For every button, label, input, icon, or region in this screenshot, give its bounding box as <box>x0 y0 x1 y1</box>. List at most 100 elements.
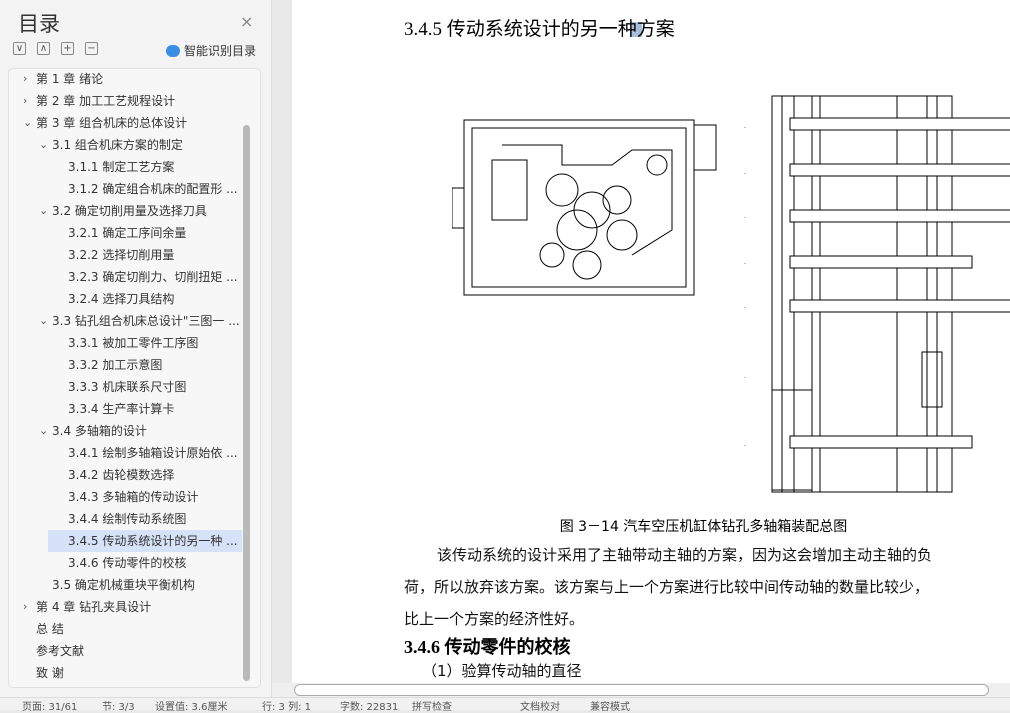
toc-item-label: 3.4.2 齿轮模数选择 <box>68 468 175 482</box>
toc-item-label: 3.2.2 选择切削用量 <box>68 248 175 262</box>
horizontal-scrollbar[interactable] <box>272 683 1010 697</box>
spellcheck-button[interactable]: 拼写检查 <box>412 702 452 713</box>
figure-caption: 图 3－14 汽车空压机缸体钻孔多轴箱装配总图 <box>559 519 848 535</box>
svg-text:·: · <box>744 171 746 178</box>
toc-item-label: 3.2.4 选择刀具结构 <box>68 292 175 306</box>
toc-item-label: 致 谢 <box>36 666 64 680</box>
smart-icon <box>166 44 180 57</box>
toc-item-label: 3.4.3 多轴箱的传动设计 <box>68 490 199 504</box>
toc-item[interactable]: 3.1.2 确定组合机床的配置形 ... <box>9 178 239 200</box>
toc-item[interactable]: ⌄3.2 确定切削用量及选择刀具 <box>9 200 239 222</box>
svg-text:·: · <box>744 215 746 222</box>
chevron-down-icon[interactable]: ⌄ <box>39 138 49 151</box>
body-line: 该传动系统的设计采用了主轴带动主轴的方案，因为这会增加主动主轴的负 <box>437 546 933 564</box>
proofread-button[interactable]: 文档校对 <box>520 702 560 713</box>
body-line: 比上一个方案的经济性好。 <box>404 610 585 628</box>
body-line: 荷，所以放弃该方案。该方案与上一个方案进行比较中间传动轴的数量比较少， <box>404 578 930 596</box>
toc-item[interactable]: ⌄3.3 钻孔组合机床总设计"三图一 ... <box>9 310 240 332</box>
smart-toc-label: 智能识别目录 <box>184 44 257 58</box>
toc-item[interactable]: 3.2.2 选择切削用量 <box>9 244 239 266</box>
chevron-right-icon[interactable]: › <box>23 600 28 613</box>
add-heading-button[interactable]: + <box>61 42 74 55</box>
close-icon[interactable]: × <box>240 12 254 31</box>
toc-item[interactable]: ›第 2 章 加工工艺规程设计 <box>9 90 239 112</box>
toc-item[interactable]: ⌄3.4 多轴箱的设计 <box>9 420 239 442</box>
status-section: 节: 3/3 <box>102 702 135 713</box>
expand-all-button[interactable]: ∨ <box>13 42 26 55</box>
scrollbar-thumb[interactable] <box>294 684 989 696</box>
chevron-right-icon[interactable]: › <box>23 94 28 107</box>
toc-item-label: 第 3 章 组合机床的总体设计 <box>36 116 188 130</box>
chevron-down-icon[interactable]: ⌄ <box>39 204 49 217</box>
svg-text:·: · <box>744 443 746 450</box>
toc-item[interactable]: 3.3.2 加工示意图 <box>9 354 239 376</box>
smart-toc-button[interactable]: 智能识别目录 <box>166 42 256 59</box>
subsection-heading: 3.4.6 传动零件的校核 <box>404 637 571 657</box>
chevron-right-icon[interactable]: › <box>23 72 28 85</box>
toc-sidebar: 目录 × ∨ ∧ + − 智能识别目录 › 第 1 章 绪论 ›第 2 章 加工工艺… <box>0 0 272 697</box>
remove-heading-button[interactable]: − <box>85 42 98 55</box>
toc-item[interactable]: 3.4.2 齿轮模数选择 <box>9 464 239 486</box>
body-line: （1）验算传动轴的直径 <box>422 662 582 680</box>
toc-item-label: 3.3.2 加工示意图 <box>68 358 163 372</box>
document-icon[interactable] <box>630 22 642 37</box>
svg-text:·: · <box>744 375 746 382</box>
toc-item[interactable]: 致 谢 <box>9 662 239 684</box>
toc-item-label: 3.4.6 传动零件的校核 <box>68 556 187 570</box>
toc-item[interactable]: ⌄3.1 组合机床方案的制定 <box>9 134 239 156</box>
toc-item[interactable]: 3.3.3 机床联系尺寸图 <box>9 376 239 398</box>
toc-item[interactable]: 3.2.4 选择刀具结构 <box>9 288 239 310</box>
toc-item-label: 3.5 确定机械重块平衡机构 <box>52 578 195 592</box>
toc-item[interactable]: 3.2.3 确定切削力、切削扭矩 ... <box>9 266 239 288</box>
document-page: 3.4.5 传动系统设计的另一种方案 · · · · · · · 图 3－14 汽车空压机… <box>292 0 1010 683</box>
svg-text:·: · <box>744 261 746 268</box>
toc-item-label: 3.3 钻孔组合机床总设计"三图一 ... <box>52 314 240 328</box>
toc-item[interactable]: 3.1.1 制定工艺方案 <box>9 156 239 178</box>
toc-item-label: 3.2 确定切削用量及选择刀具 <box>52 204 207 218</box>
toc-item[interactable]: 3.4.6 传动零件的校核 <box>9 552 239 574</box>
toc-item-label: 3.4.4 绘制传动系统图 <box>68 512 187 526</box>
toc-item[interactable]: 3.3.4 生产率计算卡 <box>9 398 239 420</box>
toc-item-label: 3.3.3 机床联系尺寸图 <box>68 380 187 394</box>
compat-mode: 兼容模式 <box>590 702 630 713</box>
toc-item-label: 3.3.1 被加工零件工序图 <box>68 336 199 350</box>
toc-item[interactable]: ›第 4 章 钻孔夹具设计 <box>9 596 239 618</box>
toc-item[interactable]: 3.4.3 多轴箱的传动设计 <box>9 486 239 508</box>
chevron-down-icon[interactable]: ⌄ <box>23 116 33 129</box>
toc-item[interactable]: 3.4.5 传动系统设计的另一种 ... <box>48 530 242 552</box>
chevron-down-icon[interactable]: ⌄ <box>39 314 49 327</box>
toc-item-label: 3.4.1 绘制多轴箱设计原始依 ... <box>68 446 238 460</box>
status-wordcount[interactable]: 字数: 22831 <box>340 702 399 713</box>
svg-text:·: · <box>744 125 746 132</box>
assembly-drawing: · · · · · · · <box>452 95 1010 493</box>
toc-item-label: 第 1 章 绪论 <box>36 72 104 86</box>
toc-item-label: 参考文献 <box>36 644 85 658</box>
toc-item-label: 3.1.1 制定工艺方案 <box>68 160 175 174</box>
chevron-down-icon[interactable]: ⌄ <box>39 424 49 437</box>
toc-item-label: 3.2.1 确定工序间余量 <box>68 226 187 240</box>
status-page[interactable]: 页面: 31/61 <box>22 702 78 713</box>
toc-item[interactable]: 参考文献 <box>9 640 239 662</box>
toc-title: 目录 <box>18 12 60 36</box>
toc-item[interactable]: ⌄第 3 章 组合机床的总体设计 <box>9 112 239 134</box>
toc-item-label: 3.4 多轴箱的设计 <box>52 424 147 438</box>
toc-item[interactable]: 总 结 <box>9 618 239 640</box>
section-heading: 3.4.5 传动系统设计的另一种方案 <box>404 19 675 40</box>
toc-item-label: 总 结 <box>36 622 64 636</box>
toc-tree: ›第 1 章 绪论›第 2 章 加工工艺规程设计⌄第 3 章 组合机床的总体设计… <box>8 68 261 688</box>
toc-item[interactable]: 3.3.1 被加工零件工序图 <box>9 332 239 354</box>
toc-item[interactable]: 3.4.4 绘制传动系统图 <box>9 508 239 530</box>
toc-item-label: 3.1.2 确定组合机床的配置形 ... <box>68 182 238 196</box>
toc-item[interactable]: 3.5 确定机械重块平衡机构 <box>9 574 239 596</box>
toc-item[interactable]: 3.2.1 确定工序间余量 <box>9 222 239 244</box>
toc-item[interactable]: › 第 1 章 绪论 <box>9 69 239 90</box>
toc-scrollbar[interactable] <box>243 125 250 681</box>
collapse-all-button[interactable]: ∧ <box>37 42 50 55</box>
toc-item-label: 3.3.4 生产率计算卡 <box>68 402 175 416</box>
status-bar: 页面: 31/61 节: 3/3 设置值: 3.6厘米 行: 3 列: 1 字数… <box>0 697 1010 713</box>
status-setting: 设置值: 3.6厘米 <box>155 702 228 713</box>
status-row-col: 行: 3 列: 1 <box>262 702 311 713</box>
toc-item-label: 3.4.5 传动系统设计的另一种 ... <box>68 534 238 548</box>
toc-item[interactable]: 3.4.1 绘制多轴箱设计原始依 ... <box>9 442 239 464</box>
svg-text:·: · <box>744 305 746 312</box>
